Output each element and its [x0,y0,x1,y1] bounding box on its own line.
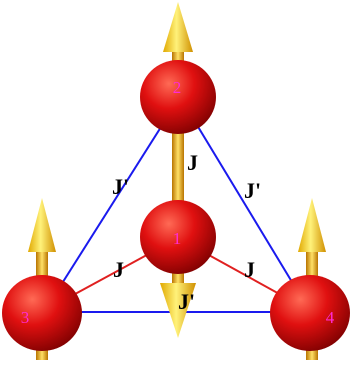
bond-label-j-left: J [113,257,124,282]
atom-1-group: 1 [140,180,216,338]
bond-label-j-prime-left: J' [112,174,129,199]
j-prime-bond-2-4 [179,96,313,316]
atom-3-group: 3 [2,198,82,360]
bond-label-j-prime-bottom: J' [178,289,195,314]
spin-arrow-head-3 [28,198,56,252]
bond-label-j-vertical: J [187,150,198,175]
atom-4 [270,275,350,351]
atom-4-group: 4 [270,198,350,360]
atom-1-label: 1 [173,229,182,248]
atom-1 [140,200,216,274]
atom-2-group: 2 [140,2,216,195]
spin-arrow-head-2 [163,2,193,52]
bond-labels: J J' J' J J J' [112,150,261,314]
bond-label-j-prime-right: J' [244,178,261,203]
bond-label-j-right: J [244,257,255,282]
spin-arrow-head-1 [160,283,196,338]
atom-4-label: 4 [326,308,335,327]
atom-2-label: 2 [173,78,182,97]
atom-3 [2,275,82,351]
spin-arrow-head-4 [298,198,326,252]
j-prime-bond-2-3 [41,96,181,316]
atom-3-label: 3 [21,308,30,327]
atom-2 [140,60,216,134]
